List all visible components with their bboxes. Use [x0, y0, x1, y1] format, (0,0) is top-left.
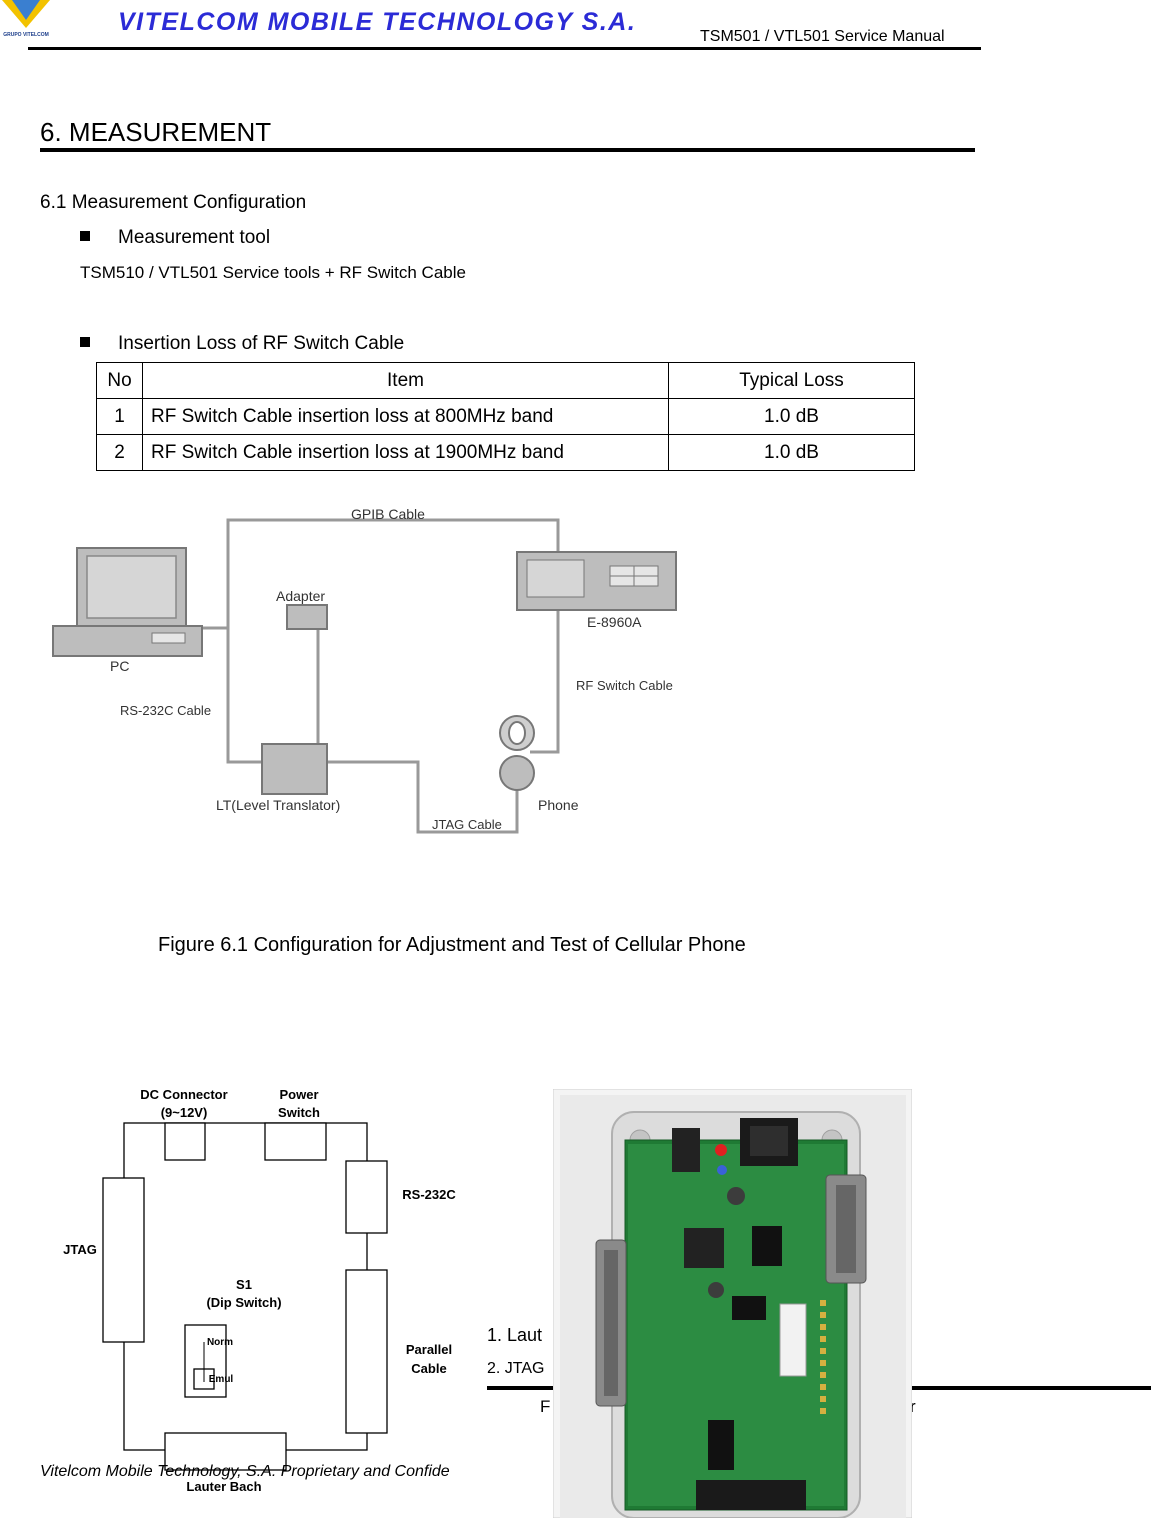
s1-label: S1 — [236, 1277, 252, 1292]
parallel-block — [345, 1269, 388, 1434]
logo-text: GRUPO VITELCOM — [3, 32, 49, 38]
cell-no: 2 — [96, 434, 143, 471]
manual-title: TSM501 / VTL501 Service Manual — [700, 28, 945, 45]
square-bullet-icon — [80, 231, 90, 241]
level-translator-photo — [553, 1089, 912, 1518]
jtag-block — [102, 1177, 145, 1343]
square-bullet-icon — [80, 337, 90, 347]
rf-switch-cable-line — [530, 610, 560, 754]
parallel-label: Parallel — [406, 1342, 452, 1357]
rf-switch-label: RF Switch Cable — [576, 678, 673, 693]
rs232c-label: RS-232C — [402, 1187, 456, 1202]
lauter-bach-block — [164, 1432, 287, 1471]
table-header-row: No Item Typical Loss — [96, 362, 915, 399]
dip-switch-label: (Dip Switch) — [206, 1295, 281, 1310]
rs232c-block — [345, 1160, 388, 1234]
cell-loss: 1.0 dB — [668, 398, 915, 435]
figure-caption: Figure 6.1 Configuration for Adjustment … — [158, 934, 746, 956]
cell-item: RF Switch Cable insertion loss at 1900MH… — [142, 434, 669, 471]
cell-no: 1 — [96, 398, 143, 435]
pc-label: PC — [110, 658, 129, 674]
bullet-label: Measurement tool — [118, 227, 271, 248]
board-schematic: DC Connector (9~12V) Power Switch RS-232… — [63, 1087, 456, 1494]
bullet-insertion-loss: Insertion Loss of RF Switch Cable — [80, 333, 404, 355]
step-1: 1. Laut — [487, 1325, 543, 1345]
gpib-label: GPIB Cable — [351, 506, 425, 522]
jtag-cable-label: JTAG Cable — [432, 817, 502, 832]
section-rule — [40, 148, 975, 152]
tools-text: TSM510 / VTL501 Service tools + RF Switc… — [80, 263, 466, 282]
cell-item: RF Switch Cable insertion loss at 800MHz… — [142, 398, 669, 435]
adapter-label: Adapter — [276, 588, 325, 604]
company-name: VITELCOM MOBILE TECHNOLOGY S.A. — [118, 8, 637, 36]
bullet-label: Insertion Loss of RF Switch Cable — [118, 333, 405, 354]
figure2-caption-right: r — [910, 1397, 916, 1416]
bullet-measurement-tool: Measurement tool — [80, 227, 270, 249]
step-2: 2. JTAG — [487, 1360, 545, 1377]
dc-voltage-label: (9~12V) — [161, 1105, 208, 1120]
jtag-label: JTAG — [63, 1242, 97, 1257]
dc-connector-label: DC Connector — [140, 1087, 227, 1102]
insertion-loss-table: No Item Typical Loss 1 RF Switch Cable i… — [96, 362, 915, 471]
header-rule — [28, 47, 981, 50]
pc-icon — [52, 547, 203, 657]
phone-label: Phone — [538, 797, 579, 813]
table-row: 2 RF Switch Cable insertion loss at 1900… — [96, 434, 915, 471]
vitelcom-logo: GRUPO VITELCOM — [2, 0, 50, 38]
lauter-bach-label: Lauter Bach — [186, 1479, 261, 1494]
adapter-icon — [286, 604, 328, 630]
lt-label: LT(Level Translator) — [216, 797, 340, 813]
rs232-cable-line — [202, 626, 262, 764]
e8960a-icon — [516, 551, 677, 611]
board-outline — [123, 1122, 368, 1451]
dc-connector-block — [164, 1122, 206, 1161]
section-title: 6. MEASUREMENT — [40, 117, 272, 147]
power-label: Power — [279, 1087, 318, 1102]
phone-icon — [499, 715, 535, 791]
configuration-diagram: GPIB Cable Adapter E-8960A PC RS-232C Ca… — [52, 506, 677, 834]
rs232-label: RS-232C Cable — [120, 703, 211, 718]
power-switch-block — [264, 1122, 327, 1161]
footer-text: Vitelcom Mobile Technology, S.A. Proprie… — [40, 1463, 450, 1480]
header-item: Item — [142, 362, 669, 399]
gpib-cable-line — [226, 518, 560, 628]
norm-label: Norm — [207, 1337, 233, 1348]
jtag-cable-line — [327, 760, 519, 834]
e8960a-label: E-8960A — [587, 614, 642, 630]
header-no: No — [96, 362, 143, 399]
table-row: 1 RF Switch Cable insertion loss at 800M… — [96, 398, 915, 435]
cable-label: Cable — [411, 1361, 446, 1376]
subsection-title: 6.1 Measurement Configuration — [40, 192, 307, 213]
cell-loss: 1.0 dB — [668, 434, 915, 471]
header-typical-loss: Typical Loss — [668, 362, 915, 399]
level-translator-icon — [261, 743, 328, 795]
figure2-caption-left: F — [540, 1397, 551, 1416]
switch-label: Switch — [278, 1105, 320, 1120]
emul-label: Emul — [209, 1374, 234, 1385]
